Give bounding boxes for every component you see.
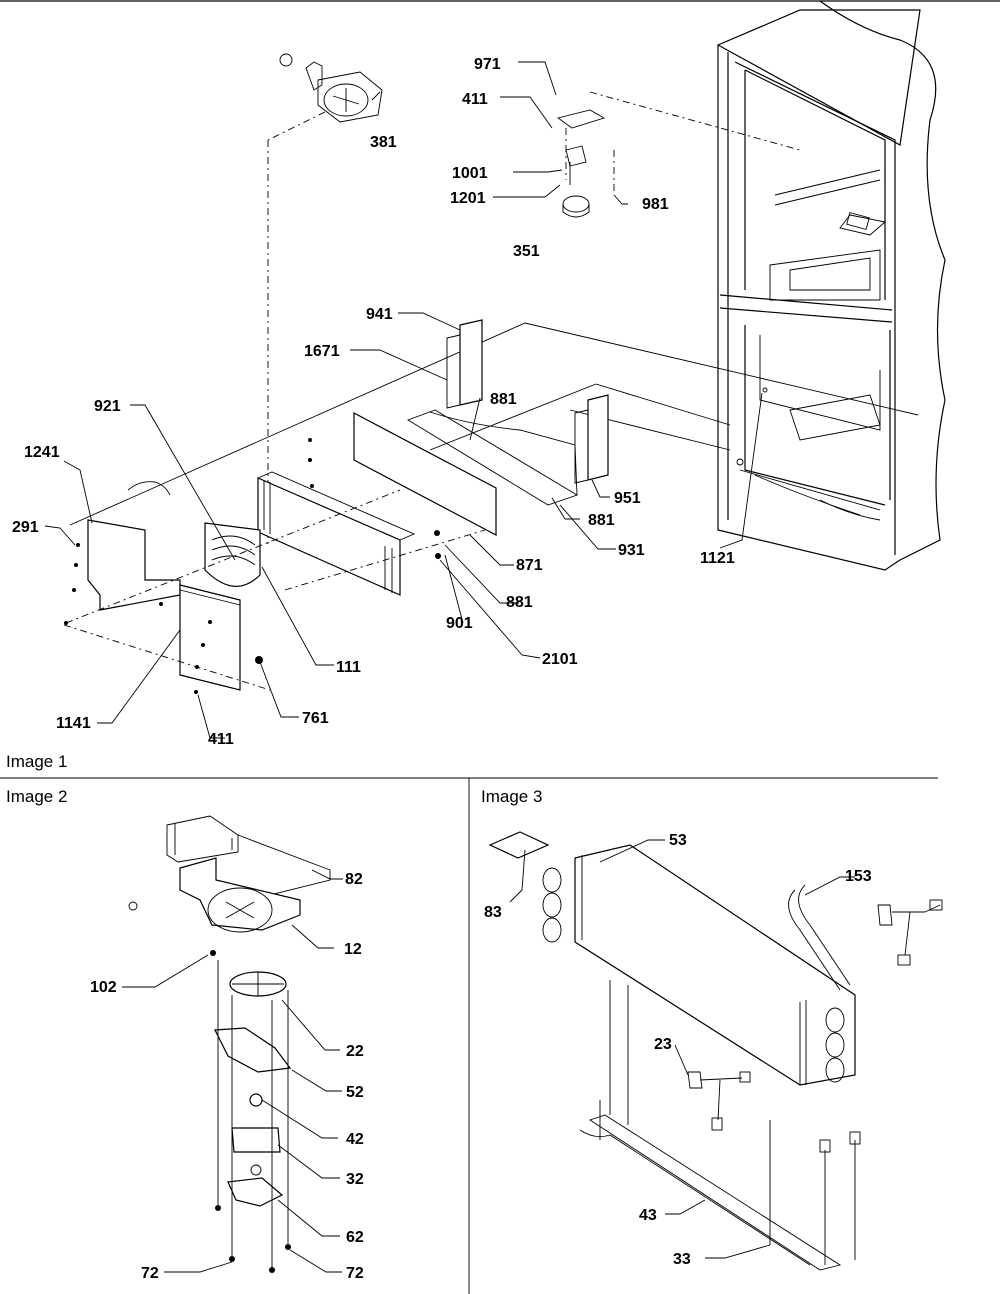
motor-32 [231,1127,281,1153]
callout-23: 23 [654,1036,672,1053]
callout-62: 62 [346,1229,364,1246]
image1-drawing [63,0,946,694]
callout-411-bottom: 411 [208,731,234,748]
evaporator-53 [574,844,856,1086]
callout-871: 871 [516,557,543,574]
callout-411-top: 411 [462,91,488,108]
evaporator-111 [257,471,416,596]
callout-82: 82 [345,871,363,888]
tube-153 [788,889,841,991]
image1-title: Image 1 [6,752,68,771]
callout-1201: 1201 [450,190,486,207]
callout-33: 33 [673,1251,691,1268]
image2-title: Image 2 [6,787,68,806]
callout-1241: 1241 [24,444,60,461]
callout-labels-image3: 53 83 153 23 43 33 [484,832,872,1268]
callout-291: 291 [12,519,39,536]
callout-72-right: 72 [346,1265,364,1282]
callout-111: 111 [336,659,361,676]
cover-1141 [179,584,241,691]
callout-1001: 1001 [452,165,488,182]
callout-971: 971 [474,56,501,73]
callout-921: 921 [94,398,121,415]
callout-931: 931 [618,542,645,559]
callout-32: 32 [346,1171,364,1188]
damper-control [556,91,801,218]
callout-153: 153 [845,868,872,885]
fan-assembly-381 [279,53,383,123]
callout-941: 941 [366,306,393,323]
plate-871 [353,412,497,536]
shroud-921 [204,522,261,587]
callout-881-b: 881 [588,512,615,529]
callout-labels-image1: 381 971 411 1001 1201 981 351 941 1671 8… [12,56,735,748]
callout-12: 12 [344,941,362,958]
refrigerator-cabinet [716,0,946,571]
strip-941 [446,319,483,409]
channel-931 [406,409,579,506]
callout-1141: 1141 [56,715,91,732]
callout-761: 761 [302,710,329,727]
heater-43 [588,1114,842,1271]
frame-82 [166,815,239,863]
leader-lines [44,61,855,1273]
callout-381: 381 [370,134,397,151]
callout-951: 951 [614,490,641,507]
coil-ends [542,867,845,1083]
callout-22: 22 [346,1043,364,1060]
callout-2101: 2101 [542,651,578,668]
callout-351: 351 [513,243,540,260]
callout-52: 52 [346,1084,364,1101]
panel-291 [87,519,181,611]
part-83 [488,831,550,859]
callout-102: 102 [90,979,117,996]
callout-83: 83 [484,904,502,921]
housing-12 [179,857,301,931]
callout-1671: 1671 [304,343,340,360]
bracket-62 [227,1177,284,1207]
callout-72-left: 72 [141,1265,159,1282]
image3-drawing [488,831,943,1271]
callout-1121: 1121 [700,550,735,567]
callout-labels-image2: 82 12 102 22 52 42 32 62 72 72 [90,871,364,1282]
callout-43: 43 [639,1207,657,1224]
callout-881-a: 881 [490,391,517,408]
callout-53: 53 [669,832,687,849]
callout-901: 901 [446,615,473,632]
image3-title: Image 3 [481,787,543,806]
screws [64,438,441,694]
callout-42: 42 [346,1131,364,1148]
thermostat-23 [687,1071,703,1089]
callout-881-c: 881 [506,594,533,611]
bracket-52 [214,1027,292,1073]
bracket-951 [587,394,609,481]
image2-drawing [128,815,331,1273]
callout-981: 981 [642,196,669,213]
